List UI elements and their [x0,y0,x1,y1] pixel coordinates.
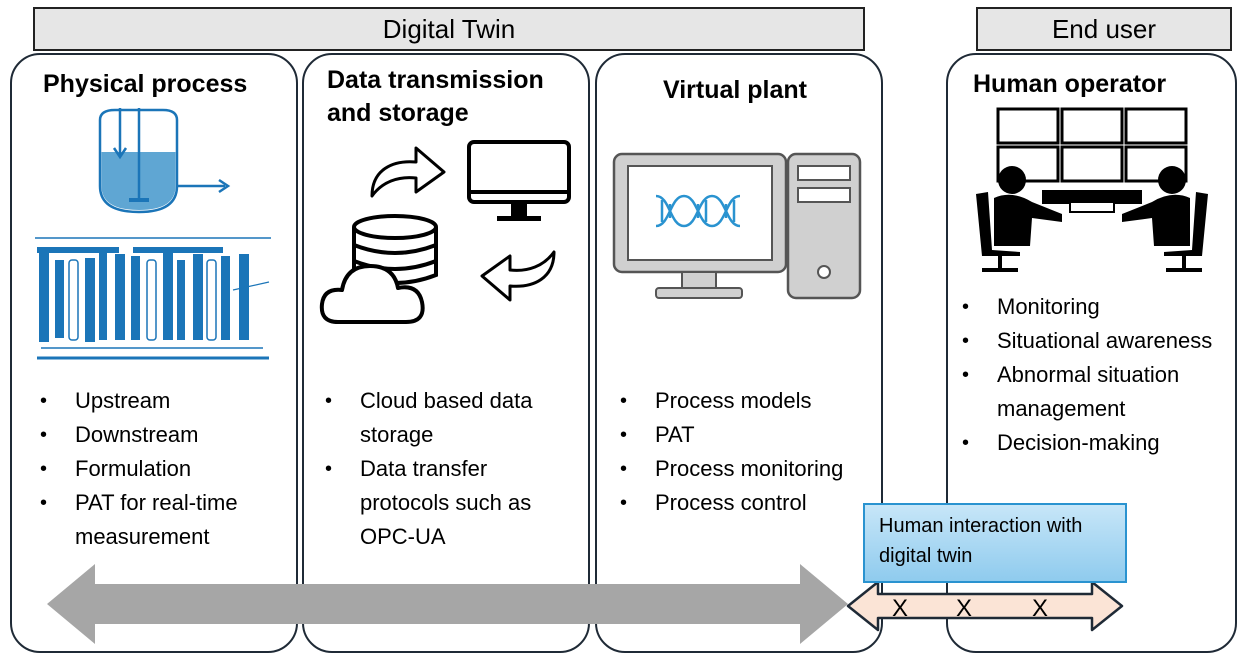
arrow-mark: X [1032,595,1049,622]
chromatography-columns-icon [35,237,271,360]
list-item: Situational awareness [962,324,1234,358]
dna-icon [655,194,741,228]
peach-double-arrow [846,580,1124,632]
list-item: Abnormal situation management [962,358,1234,426]
list-item: Data transfer protocols such as OPC-UA [325,452,550,554]
list-item: Downstream [40,418,285,452]
human-operator-bullets: Monitoring Situational awareness Abnorma… [962,290,1234,460]
bioreactor-icon [98,108,231,214]
list-item: PAT [620,418,865,452]
computer-workstation-icon [612,152,862,300]
virtual-plant-bullets: Process models PAT Process monitoring Pr… [620,384,865,520]
physical-process-bullets: Upstream Downstream Formulation PAT for … [40,384,285,554]
monitor-icon [467,140,571,221]
curved-arrow-back-icon [480,250,556,302]
cloud-icon [319,264,425,324]
list-item: Cloud based data storage [325,384,550,452]
human-operator-title: Human operator [973,70,1167,98]
digital-twin-header: Digital Twin [33,7,865,51]
list-item: Process models [620,384,865,418]
physical-process-title: Physical process [43,70,248,98]
digital-twin-header-label: Digital Twin [382,13,516,44]
grey-double-arrow [47,564,848,644]
list-item: Process control [620,486,865,520]
list-item: Decision-making [962,426,1234,460]
human-interaction-callout: Human interaction with digital twin [863,503,1127,583]
list-item: Monitoring [962,290,1234,324]
list-item: Process monitoring [620,452,865,486]
arrow-mark: X [956,595,973,622]
list-item: PAT for real-time measurement [40,486,285,554]
virtual-plant-title: Virtual plant [663,76,808,104]
arrow-mark: X [892,595,909,622]
curved-arrow-icon [370,146,446,198]
end-user-header-label: End user [1051,13,1157,44]
end-user-header: End user [976,7,1232,51]
list-item: Formulation [40,452,285,486]
control-room-operators-icon [976,107,1208,272]
list-item: Upstream [40,384,285,418]
data-transmission-bullets: Cloud based data storage Data transfer p… [325,384,550,554]
